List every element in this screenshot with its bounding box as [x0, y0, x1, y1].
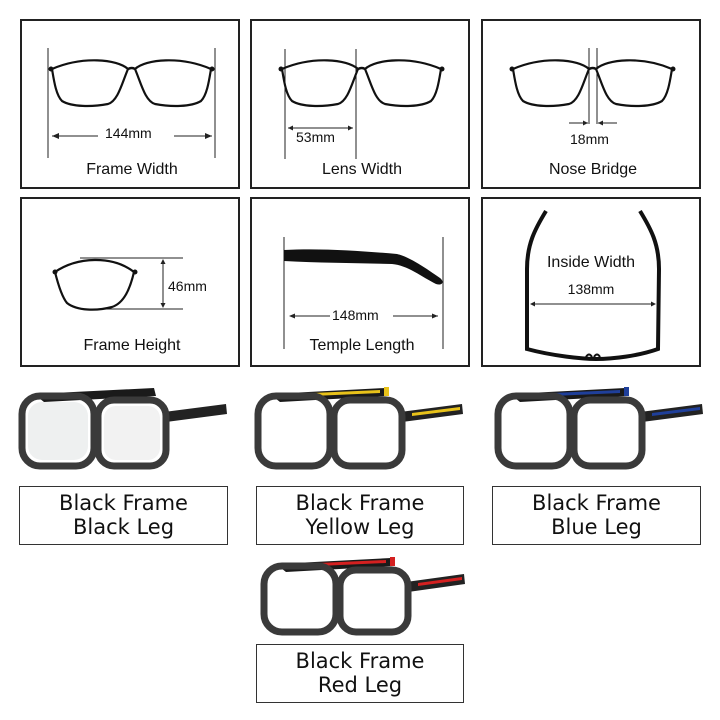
product-image-yellow-leg [250, 382, 470, 472]
variant-leg-label: Red Leg [317, 673, 403, 697]
frame-width-diagram: 144mm Frame Width [20, 19, 240, 189]
inside-width-diagram: Inside Width 138mm [481, 197, 701, 367]
glasses-front-outline-icon [509, 48, 676, 126]
variant-frame-label: Black Frame [59, 491, 188, 515]
glasses-product-icon [494, 387, 703, 470]
glasses-front-outline-icon [278, 49, 445, 159]
temple-length-label: Temple Length [309, 337, 415, 354]
lens-width-label: Lens Width [321, 161, 403, 178]
lens-width-diagram: 53mm Lens Width [250, 19, 470, 189]
glasses-front-outline-icon [47, 48, 216, 158]
frame-width-value: 144mm [105, 125, 152, 141]
nose-bridge-label: Nose Bridge [548, 161, 638, 178]
inside-width-value: 138mm [567, 281, 615, 297]
lens-width-value: 53mm [296, 129, 335, 145]
nose-bridge-value: 18mm [570, 131, 609, 147]
variant-leg-label: Blue Leg [551, 515, 642, 539]
variant-leg-label: Black Leg [72, 515, 175, 539]
product-image-black-leg [14, 382, 234, 472]
frame-height-label: Frame Height [83, 337, 181, 354]
variant-caption-red-leg: Black Frame Red Leg [256, 644, 464, 703]
product-image-red-leg [256, 554, 476, 644]
variant-caption-black-leg: Black Frame Black Leg [19, 486, 228, 545]
frame-height-value: 46mm [168, 278, 207, 294]
nose-bridge-diagram: 18mm Nose Bridge [481, 19, 701, 189]
frame-height-diagram: 46mm Frame Height [20, 197, 240, 367]
glasses-product-icon [18, 388, 227, 470]
inside-width-label: Inside Width [546, 254, 636, 271]
variant-frame-label: Black Frame [295, 491, 425, 515]
glasses-product-icon [254, 387, 463, 470]
variant-frame-label: Black Frame [532, 491, 661, 515]
variant-leg-label: Yellow Leg [305, 515, 415, 539]
glasses-top-view-icon [525, 209, 662, 362]
product-image-blue-leg [490, 382, 710, 472]
variant-caption-blue-leg: Black Frame Blue Leg [492, 486, 701, 545]
variant-frame-label: Black Frame [295, 649, 425, 673]
lens-outline-icon [52, 257, 183, 311]
frame-width-label: Frame Width [86, 161, 178, 178]
temple-arm-icon [283, 237, 444, 349]
temple-length-value: 148mm [332, 307, 379, 323]
variant-caption-yellow-leg: Black Frame Yellow Leg [256, 486, 464, 545]
glasses-product-icon [260, 557, 465, 636]
temple-length-diagram: 148mm Temple Length [250, 197, 470, 367]
